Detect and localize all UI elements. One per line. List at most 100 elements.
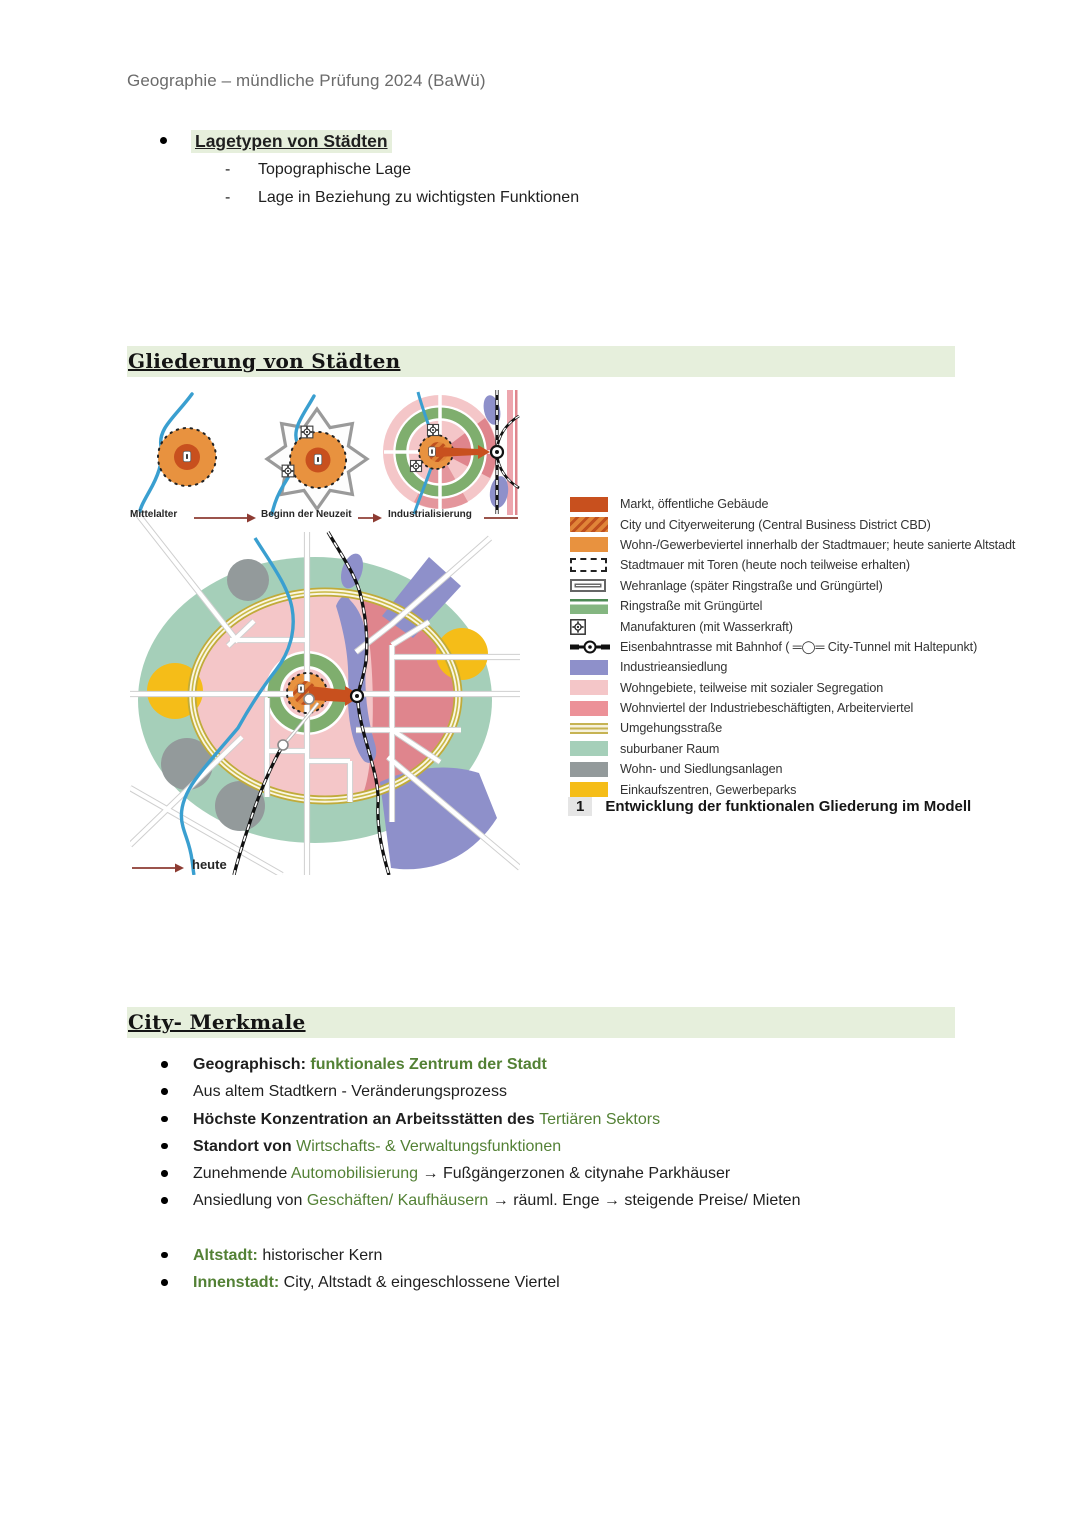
legend-swatch xyxy=(570,700,612,716)
bullet-dot xyxy=(161,1251,168,1259)
legend-row: Ringstraße mit Grüngürtel xyxy=(570,596,1075,616)
bullet-text: Innenstadt: City, Altstadt & eingeschlos… xyxy=(193,1269,560,1296)
text-segment: historischer Kern xyxy=(262,1246,383,1264)
church-icon xyxy=(297,683,305,694)
arrow-icon xyxy=(358,513,382,523)
city-extension xyxy=(309,686,345,702)
arrow-icon xyxy=(484,517,518,519)
lagetypen-item: - Topographische Lage xyxy=(127,156,907,184)
lagetypen-item-text: Topographische Lage xyxy=(258,161,412,178)
lagetypen-section: Lagetypen von Städten - Topographische La… xyxy=(127,130,907,212)
legend-row: Markt, öffentliche Gebäude xyxy=(570,494,1075,514)
legend-row: Wehranlage (später Ringstraße und Grüngü… xyxy=(570,576,1075,596)
text-segment: Höchste Konzentration an Arbeitsstätten … xyxy=(193,1110,540,1128)
legend-swatch xyxy=(570,598,612,614)
bullet-text: Höchste Konzentration an Arbeitsstätten … xyxy=(193,1106,660,1133)
legend-swatch xyxy=(570,496,612,512)
text-segment: → Fußgängerzonen & citynahe Parkhäuser xyxy=(418,1165,731,1183)
legend-row: Umgehungsstraße xyxy=(570,718,1075,738)
list-item: Standort von Wirtschafts- & Verwaltungsf… xyxy=(127,1133,1027,1160)
legend-swatch-box xyxy=(570,517,608,533)
legend-swatch-box xyxy=(570,598,608,614)
bullet-text: Altstadt: historischer Kern xyxy=(193,1242,382,1269)
legend-swatch-box xyxy=(570,782,608,798)
legend-row: Wohn-/Gewerbeviertel innerhalb der Stadt… xyxy=(570,535,1075,555)
lagetypen-title-row: Lagetypen von Städten xyxy=(127,130,907,156)
list-item: Höchste Konzentration an Arbeitsstätten … xyxy=(127,1106,1027,1133)
legend-row: suburbaner Raum xyxy=(570,739,1075,759)
river xyxy=(179,537,295,875)
model-industrialisierung xyxy=(383,390,520,515)
figure-caption: 1 Entwicklung der funktionalen Gliederun… xyxy=(568,797,971,816)
list-item: Altstadt: historischer Kern xyxy=(127,1242,1027,1269)
city-model-diagram xyxy=(130,390,520,875)
model-heute xyxy=(130,510,520,875)
bullet-dot xyxy=(161,1279,168,1286)
legend-row: Manufakturen (mit Wasserkraft) xyxy=(570,616,1075,636)
gear-icon xyxy=(570,618,586,635)
text-segment: → räuml. Enge → steigende Preise/ Mieten xyxy=(488,1192,801,1210)
list-item: Geographisch: funktionales Zentrum der S… xyxy=(127,1051,1027,1078)
lagetypen-item-text: Lage in Beziehung zu wichtigsten Funktio… xyxy=(258,189,580,206)
legend-swatch-box xyxy=(570,741,608,757)
industry-area xyxy=(489,476,509,508)
legend-row: Wohnviertel der Industriebeschäftigten, … xyxy=(570,698,1075,718)
legend-swatch xyxy=(570,640,612,654)
dash-marker: - xyxy=(225,189,231,206)
list-item: Innenstadt: City, Altstadt & eingeschlos… xyxy=(127,1269,1027,1296)
legend-row: Eisenbahntrasse mit Bahnhof ( ═◯═ City-T… xyxy=(570,637,1075,657)
legend-swatch-box xyxy=(570,579,606,593)
bullet-dot xyxy=(161,1170,168,1177)
gear-icon xyxy=(426,423,440,437)
legend-swatch xyxy=(570,761,612,777)
bullet-text: Ansiedlung von Geschäften/ Kaufhäusern →… xyxy=(193,1187,800,1214)
model-neuzeit xyxy=(264,394,370,516)
legend-swatch-box xyxy=(570,496,608,512)
legend-swatch-box xyxy=(570,680,608,696)
text-segment: Geschäften/ Kaufhäusern xyxy=(306,1192,489,1210)
halt-icon xyxy=(277,739,289,751)
stage-arrow xyxy=(484,511,518,529)
legend-label: Wohn- und Siedlungsanlagen xyxy=(620,762,783,777)
industry-area xyxy=(380,767,497,870)
station-icon xyxy=(349,688,365,704)
legend-swatch xyxy=(570,680,612,696)
text-segment: funktionales Zentrum der Stadt xyxy=(310,1056,547,1073)
halt-icon xyxy=(303,693,315,705)
dash-marker: - xyxy=(225,161,231,178)
church-icon xyxy=(313,453,323,466)
caption-number: 1 xyxy=(568,797,593,816)
arrow-icon xyxy=(194,513,256,523)
legend-label: Wehranlage (später Ringstraße und Grüngü… xyxy=(620,578,883,593)
stage-label: Industrialisierung xyxy=(388,509,472,520)
bullet-dot xyxy=(161,1115,168,1123)
model-mittelalter xyxy=(137,392,217,516)
stage-arrow xyxy=(132,861,184,879)
legend-swatch xyxy=(570,579,612,593)
legend-swatch xyxy=(570,558,612,573)
text-segment: Geographisch: xyxy=(193,1056,311,1073)
legend-label: Ringstraße mit Grüngürtel xyxy=(620,599,763,614)
legend-swatch-box xyxy=(570,537,608,553)
lagetypen-title: Lagetypen von Städten xyxy=(191,130,392,153)
gear-icon xyxy=(281,464,295,478)
text-segment: Tertiären Sektors xyxy=(539,1110,661,1128)
legend-swatch-box xyxy=(570,558,607,573)
text-segment: Standort von xyxy=(193,1137,297,1155)
text-segment: Zunehmende xyxy=(193,1165,291,1183)
legend-label: Manufakturen (mit Wasserkraft) xyxy=(620,619,793,634)
legend-swatch xyxy=(570,537,612,553)
section-heading-gliederung: Gliederung von Städten xyxy=(127,346,955,377)
legend-swatch xyxy=(570,618,612,635)
text-segment: Automobilisierung xyxy=(290,1165,419,1183)
legend-label: Industrieansiedlung xyxy=(620,660,728,675)
legend-row: Wohn- und Siedlungsanlagen xyxy=(570,759,1075,779)
legend-swatch-box xyxy=(570,761,608,777)
legend-label: Eisenbahntrasse mit Bahnhof ( ═◯═ City-T… xyxy=(620,640,978,655)
legend-swatch xyxy=(570,721,612,735)
legend-swatch xyxy=(570,782,612,798)
bullet-text: Aus altem Stadtkern - Veränderungsprozes… xyxy=(193,1078,507,1105)
bullet-dot xyxy=(161,1088,168,1095)
